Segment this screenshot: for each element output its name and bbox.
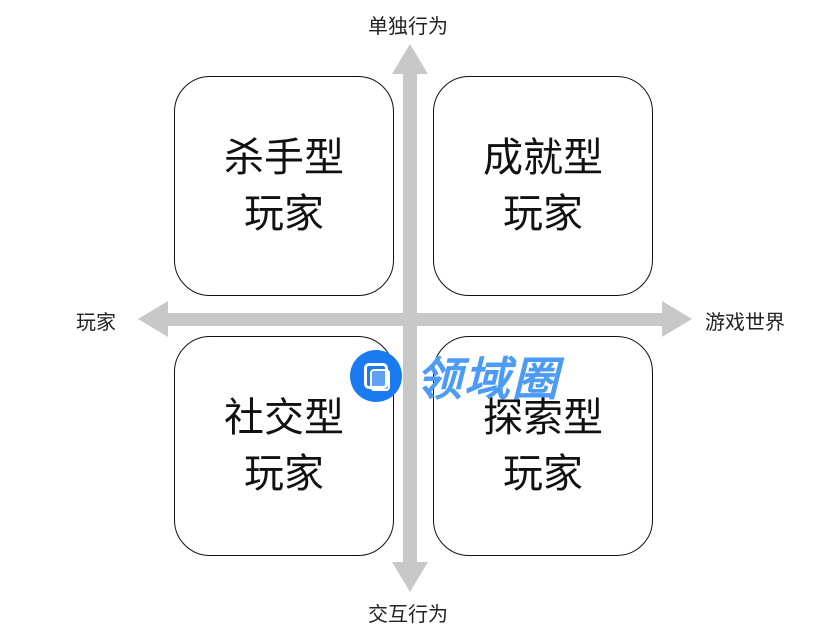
quadrant-title: 成就型	[483, 135, 603, 181]
quadrant-subtitle: 玩家	[244, 451, 324, 497]
horizontal-axis	[165, 313, 665, 326]
watermark-text: 领域圈	[416, 352, 560, 406]
quadrant-killer: 杀手型 玩家	[174, 76, 394, 296]
axis-label-top: 单独行为	[368, 14, 448, 38]
quadrant-explorer: 探索型 玩家	[433, 336, 653, 556]
quadrant-subtitle: 玩家	[244, 191, 324, 237]
arrow-left	[138, 301, 168, 337]
axis-label-right: 游戏世界	[705, 310, 785, 334]
arrow-up	[392, 44, 428, 74]
arrow-down	[392, 562, 428, 592]
quadrant-title: 杀手型	[224, 135, 344, 181]
quadrant-achiever: 成就型 玩家	[433, 76, 653, 296]
watermark: 领域圈	[350, 343, 560, 409]
quadrant-subtitle: 玩家	[503, 191, 583, 237]
axis-label-left: 玩家	[76, 310, 116, 334]
watermark-logo-icon	[350, 350, 402, 402]
axis-label-bottom: 交互行为	[368, 602, 448, 626]
quadrant-title: 探索型	[483, 395, 603, 441]
quadrant-subtitle: 玩家	[503, 451, 583, 497]
quadrant-title: 社交型	[224, 395, 344, 441]
arrow-right	[662, 301, 692, 337]
